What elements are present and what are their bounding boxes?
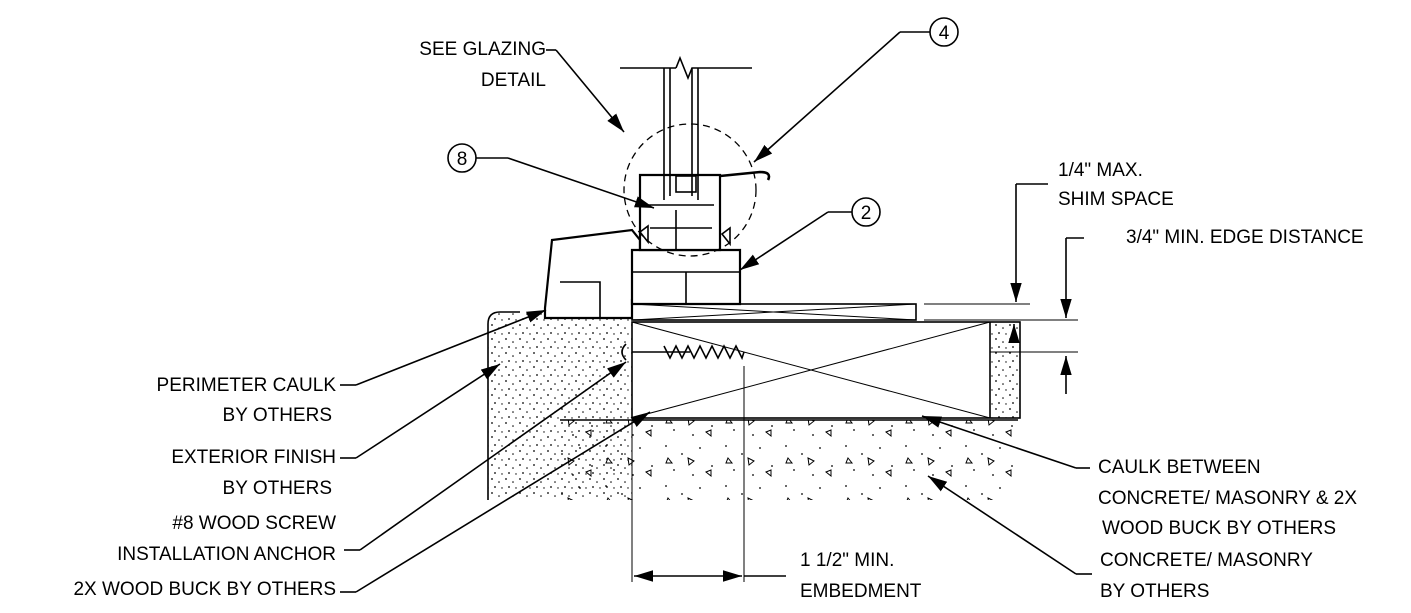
glazing-detail-circle [623,123,757,257]
wood-buck-note: 2X WOOD BUCK BY OTHERS [73,411,651,600]
svg-text:EMBEDMENT: EMBEDMENT [800,581,922,602]
svg-text:CONCRETE/ MASONRY & 2X: CONCRETE/ MASONRY & 2X [1098,488,1357,509]
svg-text:#8 WOOD SCREW: #8 WOOD SCREW [172,513,336,534]
embedment-dimension: 1 1/2" MIN. EMBEDMENT [631,366,922,602]
svg-text:2: 2 [861,203,872,224]
svg-text:CAULK BETWEEN: CAULK BETWEEN [1098,457,1261,478]
wood-screw-note: #8 WOOD SCREW INSTALLATION ANCHOR [117,361,627,565]
concrete-note: CONCRETE/ MASONRY BY OTHERS [927,475,1313,602]
svg-text:8: 8 [457,149,468,170]
svg-text:SHIM SPACE: SHIM SPACE [1058,189,1174,210]
shim-space-dimension: 1/4" MAX. SHIM SPACE [924,160,1174,321]
caulk-between-note: CAULK BETWEEN CONCRETE/ MASONRY & 2X WOO… [921,415,1357,539]
edge-distance-dimension: 3/4" MIN. EDGE DISTANCE [990,227,1364,394]
window-frame [543,170,771,320]
svg-text:BY OTHERS: BY OTHERS [223,478,332,499]
callout-8: 8 [447,143,655,209]
svg-text:DETAIL: DETAIL [481,70,546,91]
svg-text:SEE GLAZING: SEE GLAZING [419,39,546,60]
svg-text:2X WOOD BUCK BY OTHERS: 2X WOOD BUCK BY OTHERS [73,579,336,600]
wood-screw [621,343,745,361]
svg-text:INSTALLATION ANCHOR: INSTALLATION ANCHOR [117,544,336,565]
svg-text:CONCRETE/ MASONRY: CONCRETE/ MASONRY [1100,550,1313,571]
svg-text:1 1/2" MIN.: 1 1/2" MIN. [800,550,894,571]
callout-4: 4 [753,17,959,163]
exterior-finish-note: EXTERIOR FINISH BY OTHERS [171,363,501,499]
shim [631,303,917,321]
glazing [620,55,752,200]
svg-text:1/4" MAX.: 1/4" MAX. [1058,160,1143,181]
svg-text:4: 4 [939,23,950,44]
svg-text:EXTERIOR FINISH: EXTERIOR FINISH [171,447,336,468]
svg-text:WOOD BUCK BY OTHERS: WOOD BUCK BY OTHERS [1102,518,1336,539]
svg-text:BY OTHERS: BY OTHERS [223,405,332,426]
svg-text:PERIMETER CAULK: PERIMETER CAULK [157,375,337,396]
see-glazing-detail-note: SEE GLAZING DETAIL [419,39,625,133]
svg-text:BY OTHERS: BY OTHERS [1100,581,1209,602]
perimeter-caulk-note: PERIMETER CAULK BY OTHERS [157,309,547,426]
wood-buck [631,321,1021,419]
callout-2: 2 [739,197,881,271]
svg-text:3/4" MIN. EDGE DISTANCE: 3/4" MIN. EDGE DISTANCE [1126,227,1364,248]
